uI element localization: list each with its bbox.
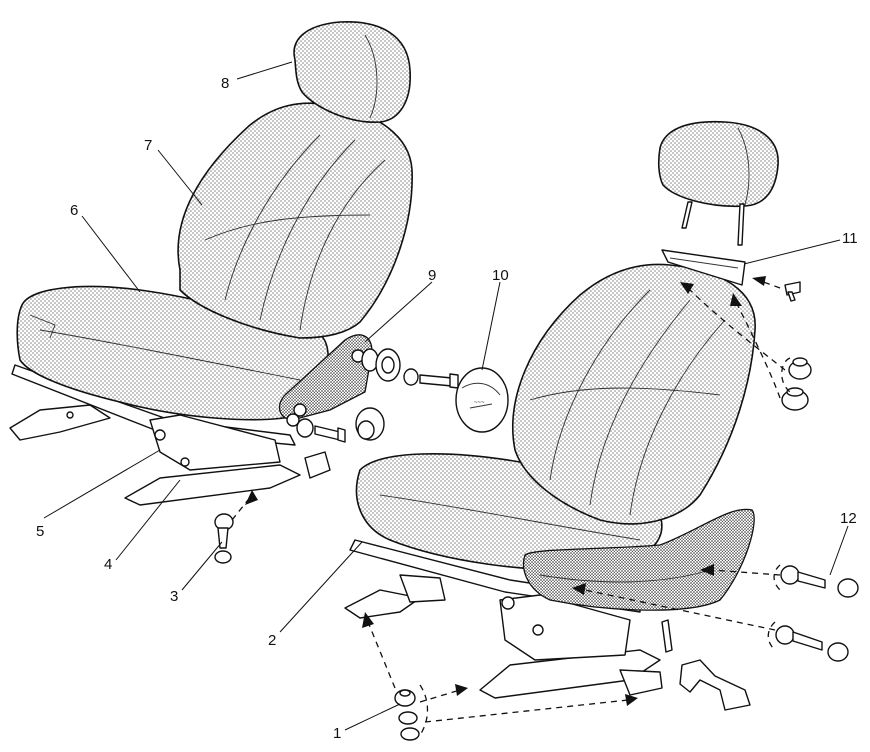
- callout-12: 12: [840, 510, 857, 527]
- callout-10: 10: [492, 267, 509, 284]
- lower-knob-group: [286, 407, 385, 443]
- callout-6: 6: [70, 202, 78, 219]
- svg-text:~~~: ~~~: [474, 400, 485, 406]
- left-headrest: [293, 21, 411, 123]
- callout-9: 9: [428, 267, 436, 284]
- recliner-knob-group: [361, 348, 459, 389]
- callout-7: 7: [144, 137, 152, 154]
- recliner-side-panel: [278, 334, 373, 421]
- left-seat-backrest: [177, 102, 413, 339]
- callout-8: 8: [221, 75, 229, 92]
- left-seat-rail: [9, 364, 301, 506]
- right-seat-assembly: [344, 263, 756, 699]
- nut-washer-stack: [362, 612, 638, 741]
- trim-bolt-upper: [700, 564, 859, 598]
- leader-lines: [43, 61, 849, 731]
- headrest-guide-sleeves: [680, 282, 812, 411]
- callout-4: 4: [104, 556, 112, 573]
- callout-3: 3: [170, 588, 178, 605]
- callout-1: 1: [333, 725, 341, 742]
- small-clip: [304, 451, 331, 479]
- left-seat-assembly: [9, 21, 413, 506]
- floor-bracket: [679, 659, 751, 711]
- bolt-and-washer: [214, 490, 258, 564]
- callout-2: 2: [268, 632, 276, 649]
- headrest-screw: [752, 276, 801, 302]
- callout-labels: 8 7 6 9 10 11 12 5 4 3 2 1: [36, 75, 858, 742]
- recliner-cap: ~~~: [455, 367, 509, 433]
- right-headrest: [657, 120, 779, 286]
- callout-11: 11: [842, 230, 858, 247]
- right-seat-backrest: [512, 263, 756, 525]
- trim-bolt-lower: [572, 583, 849, 662]
- callout-5: 5: [36, 523, 44, 540]
